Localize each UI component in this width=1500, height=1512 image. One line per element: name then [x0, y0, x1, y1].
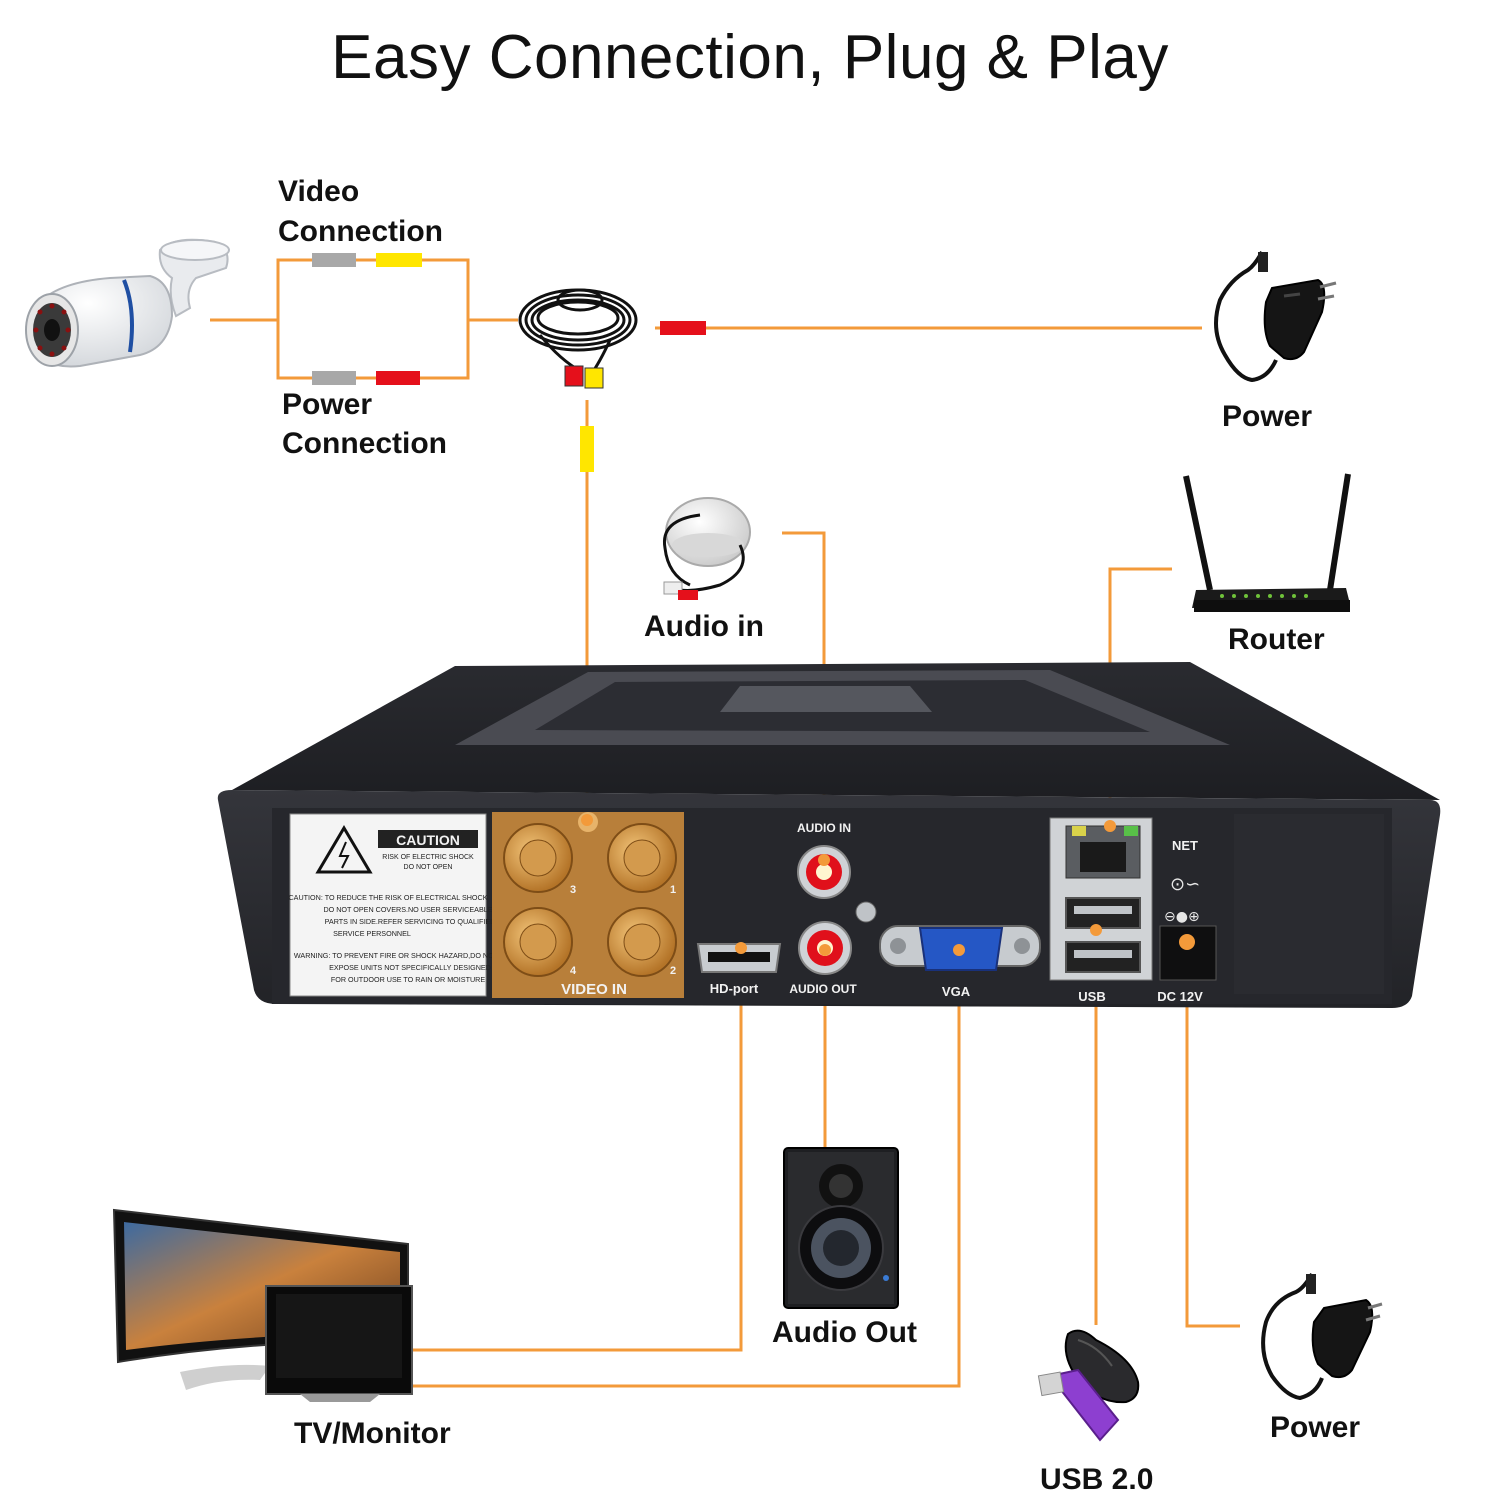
wire-hdmi — [412, 948, 743, 1352]
caution-line-4: SERVICE PERSONNEL — [333, 929, 411, 938]
caution-line-1: CAUTION: TO REDUCE THE RISK OF ELECTRICA… — [288, 893, 487, 902]
connector-red-power — [376, 371, 420, 385]
audio-out-port-label: AUDIO OUT — [789, 982, 857, 996]
label-router: Router — [1228, 623, 1325, 656]
connector-gray-video — [312, 253, 356, 267]
caution-sub-2: DO NOT OPEN — [404, 864, 453, 871]
wire-vga — [412, 950, 961, 1388]
dvr-device: CAUTION RISK OF ELECTRIC SHOCK DO NOT OP… — [217, 662, 1441, 1008]
vga-port-label: VGA — [942, 984, 971, 999]
label-video-connection-1: Video — [278, 175, 360, 208]
bnc-number-3: 3 — [570, 884, 576, 896]
connector-yellow-video — [376, 253, 422, 267]
caution-sub-1: RISK OF ELECTRIC SHOCK — [382, 854, 474, 861]
bnc-connectors — [503, 812, 677, 977]
net-port-label: NET — [1172, 838, 1198, 853]
bnc-number-1: 1 — [670, 884, 676, 896]
cable-coil-icon — [518, 288, 638, 389]
dc-port: ⊖●⊕ DC 12V — [1157, 909, 1217, 1004]
caution-line-5: WARNING: TO PREVENT FIRE OR SHOCK HAZARD… — [294, 951, 499, 960]
audio-in-port-label: AUDIO IN — [797, 821, 851, 835]
video-in-label: VIDEO IN — [561, 981, 627, 998]
label-tv-monitor: TV/Monitor — [294, 1417, 451, 1450]
caution-line-3: PARTS IN SIDE.REFER SERVICING TO QUALIFI… — [325, 917, 496, 926]
page-title: Easy Connection, Plug & Play — [331, 23, 1169, 92]
connector-markers — [312, 253, 706, 472]
wire-endpoints — [581, 814, 1116, 956]
connector-gray-power — [312, 371, 356, 385]
label-audio-out: Audio Out — [772, 1316, 917, 1349]
label-power-bottom: Power — [1270, 1411, 1361, 1444]
label-power-connection-2: Connection — [282, 427, 447, 460]
usb-port-label: USB — [1078, 989, 1105, 1004]
caution-line-2: DO NOT OPEN COVERS.NO USER SERVICEABLE — [323, 905, 492, 914]
power-adapter-icon-top — [1214, 251, 1337, 383]
caution-label: CAUTION RISK OF ELECTRIC SHOCK DO NOT OP… — [288, 813, 499, 997]
speaker-icon — [783, 1147, 899, 1309]
hdmi-port-label: HD-port — [710, 981, 759, 996]
wires — [210, 258, 1240, 1388]
bnc-number-4: 4 — [570, 965, 577, 977]
wire-dc — [1185, 942, 1240, 1328]
bnc-number-2: 2 — [670, 965, 676, 977]
net-usb-ports: NET USB ⊙∽ — [1049, 817, 1200, 1004]
power-adapter-icon-bottom — [1261, 1273, 1383, 1401]
tv-monitor-icon — [112, 1208, 413, 1402]
hdmi-port: HD-port — [696, 943, 782, 996]
label-audio-in: Audio in — [644, 610, 764, 643]
caution-line-6: EXPOSE UNITS NOT SPECIFICALLY DESIGNED — [329, 963, 491, 972]
camera-icon — [25, 238, 230, 368]
caution-title: CAUTION — [396, 832, 460, 848]
connector-yellow-cable — [580, 426, 594, 472]
router-icon — [1183, 473, 1351, 612]
microphone-icon — [662, 497, 751, 600]
polarity-symbol: ⊖●⊕ — [1164, 909, 1200, 925]
caution-line-7: FOR OUTDOOR USE TO RAIN OR MOISTURE — [331, 975, 485, 984]
usb-mouse-icon — [1037, 1329, 1140, 1442]
mouse-symbol: ⊙∽ — [1170, 874, 1200, 895]
connector-red-cable — [660, 321, 706, 335]
video-in-panel: 3 1 4 2 VIDEO IN — [492, 812, 684, 998]
label-power-connection-1: Power — [282, 388, 373, 421]
label-video-connection-2: Connection — [278, 215, 443, 248]
wire-video-split — [276, 258, 470, 320]
label-power-top: Power — [1222, 400, 1313, 433]
wire-power-split — [276, 320, 470, 380]
dc-port-label: DC 12V — [1157, 989, 1203, 1004]
label-usb: USB 2.0 — [1040, 1463, 1154, 1496]
